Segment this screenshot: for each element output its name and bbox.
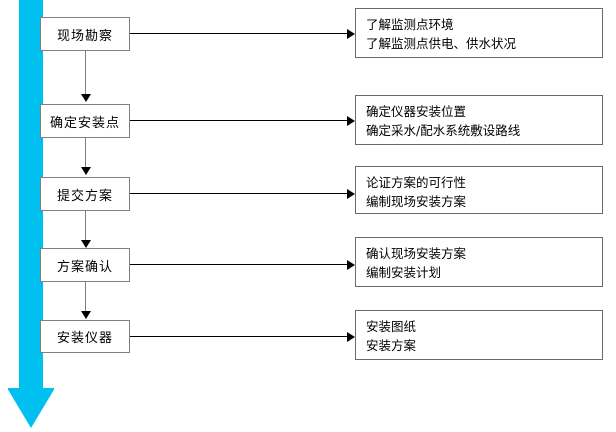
detail-box-2: 确定仪器安装位置 确定采水/配水系统敷设路线 bbox=[355, 95, 603, 145]
detail-box-1: 了解监测点环境 了解监测点供电、供水状况 bbox=[355, 8, 603, 58]
step-box-5[interactable]: 安装仪器 bbox=[40, 320, 130, 353]
detail-line: 安装方案 bbox=[366, 338, 417, 353]
detail-box-5: 安装图纸 安装方案 bbox=[355, 310, 603, 360]
step-label-3: 提交方案 bbox=[56, 188, 113, 204]
detail-line: 确定仪器安装位置 bbox=[366, 104, 467, 119]
detail-line: 编制安装计划 bbox=[366, 265, 442, 280]
detail-line: 编制现场安装方案 bbox=[366, 194, 467, 209]
step-box-2[interactable]: 确定安装点 bbox=[40, 104, 130, 138]
downward-flow-arrow bbox=[8, 0, 54, 428]
step-label-4: 方案确认 bbox=[56, 259, 113, 275]
detail-line: 论证方案的可行性 bbox=[366, 175, 467, 190]
step-box-4[interactable]: 方案确认 bbox=[40, 248, 130, 282]
detail-line: 确定采水/配水系统敷设路线 bbox=[366, 123, 521, 138]
detail-line: 确认现场安装方案 bbox=[366, 246, 467, 261]
step-box-3[interactable]: 提交方案 bbox=[40, 177, 130, 211]
step-box-1[interactable]: 现场勘察 bbox=[40, 17, 130, 51]
detail-box-4: 确认现场安装方案 编制安装计划 bbox=[355, 237, 603, 287]
detail-line: 了解监测点供电、供水状况 bbox=[366, 36, 517, 51]
step-label-5: 安装仪器 bbox=[56, 331, 113, 346]
step-label-1: 现场勘察 bbox=[56, 28, 113, 44]
detail-box-3: 论证方案的可行性 编制现场安装方案 bbox=[355, 166, 603, 214]
detail-line: 安装图纸 bbox=[366, 319, 417, 334]
step-label-2: 确定安装点 bbox=[49, 115, 120, 131]
detail-line: 了解监测点环境 bbox=[366, 17, 454, 32]
